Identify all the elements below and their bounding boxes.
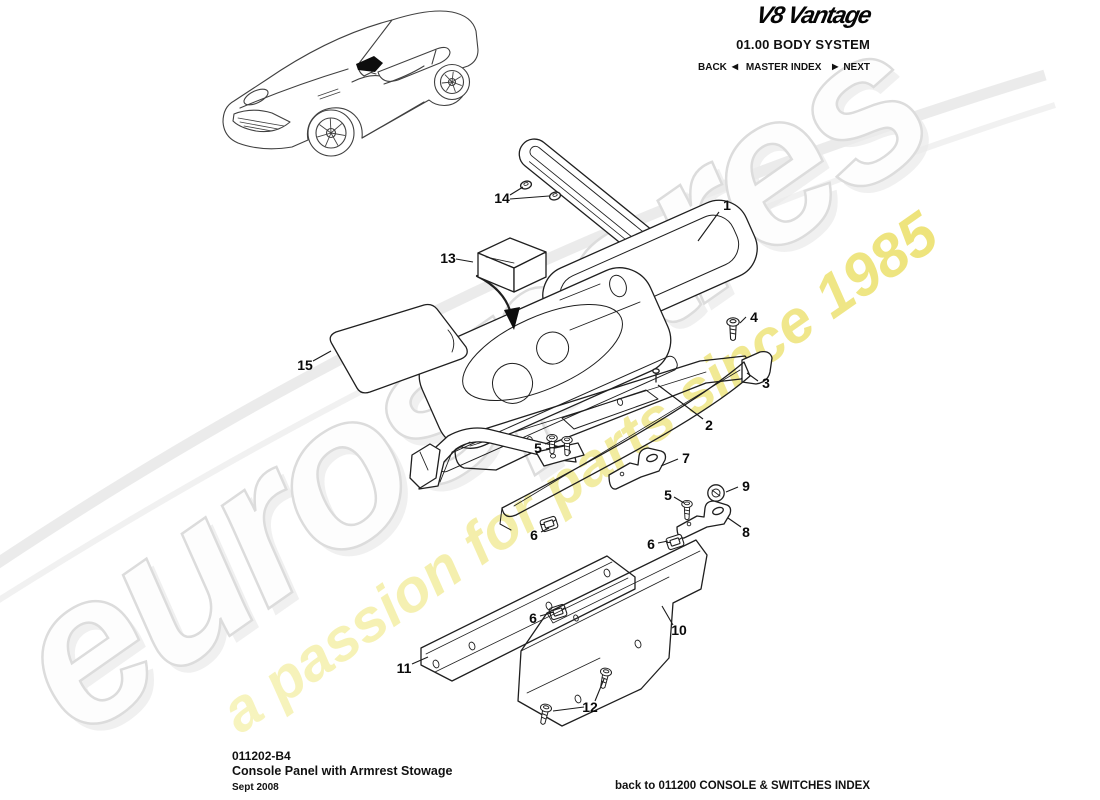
support-frame <box>409 427 585 490</box>
brand-logo: V8 Vantage <box>753 2 873 29</box>
side-panel-10 <box>517 539 708 727</box>
leader-line <box>545 444 566 450</box>
sill-finisher-3 <box>499 350 773 531</box>
part-callout-6[interactable]: 6 <box>530 527 538 543</box>
part-callout-9[interactable]: 9 <box>742 478 750 494</box>
leader-line <box>552 706 585 712</box>
car-front-wheel <box>307 109 355 157</box>
car-cowl-line <box>351 75 381 83</box>
stowage-arrow-head <box>504 307 520 330</box>
leader-line <box>544 440 553 445</box>
stowage-box-13 <box>477 237 547 293</box>
part-number: 011202-B4 <box>232 748 291 763</box>
leader-line <box>673 496 685 504</box>
car-hood-crease <box>239 68 349 109</box>
car-side-window <box>377 46 451 82</box>
part-callout-4[interactable]: 4 <box>750 309 758 325</box>
side-panel-11 <box>420 555 636 682</box>
leader-line <box>725 486 739 493</box>
back-to-index-link[interactable]: back to 011200 CONSOLE & SWITCHES INDEX <box>615 780 870 792</box>
pagination-nav: BACK ◀ MASTER INDEX ▶ NEXT <box>698 62 870 73</box>
leader-line <box>540 527 550 533</box>
part-callout-13[interactable]: 13 <box>440 250 456 266</box>
leader-line <box>727 517 742 528</box>
part-callout-10[interactable]: 10 <box>671 622 687 638</box>
leader-line <box>455 258 474 263</box>
car-rear-wheel <box>433 63 471 101</box>
leader-line <box>509 195 550 200</box>
car-headlight <box>243 88 269 106</box>
back-arrow-icon[interactable]: ◀ <box>731 62 739 71</box>
part-callout-2[interactable]: 2 <box>705 417 713 433</box>
car-console-highlight <box>356 56 383 72</box>
diagram-caption: 011202-B4 Console Panel with Armrest Sto… <box>232 749 452 794</box>
stowage-mat-15 <box>329 303 468 394</box>
part-callout-8[interactable]: 8 <box>742 524 750 540</box>
section-title: 01.00 BODY SYSTEM <box>736 37 870 52</box>
leader-line <box>660 458 679 467</box>
part-callout-12[interactable]: 12 <box>582 699 598 715</box>
leader-line <box>661 605 674 626</box>
leader-line <box>594 678 605 702</box>
page-header: V8 Vantage 01.00 BODY SYSTEM BACK ◀ MASTE… <box>698 2 873 73</box>
leader-line <box>312 350 332 362</box>
leader-line <box>739 316 747 324</box>
leader-line <box>539 612 552 617</box>
part-callout-11[interactable]: 11 <box>396 660 412 676</box>
part-callout-7[interactable]: 7 <box>682 450 690 466</box>
console-panel-1 <box>418 199 758 473</box>
part-callout-6[interactable]: 6 <box>529 610 537 626</box>
car-illustration <box>222 10 479 157</box>
lid-clips-14 <box>519 180 562 201</box>
back-button[interactable]: BACK <box>698 62 727 73</box>
hinge-detail <box>559 283 641 331</box>
diagram-title: Console Panel with Armrest Stowage <box>232 763 453 778</box>
next-arrow-icon[interactable]: ▶ <box>832 62 839 71</box>
car-grille-slats <box>237 117 285 132</box>
bracket-7 <box>608 447 667 490</box>
part-callout-14[interactable]: 14 <box>494 190 510 206</box>
master-index-link[interactable]: MASTER INDEX <box>745 62 822 73</box>
leader-line <box>657 384 704 420</box>
leader-line <box>509 186 524 196</box>
swoosh-arc <box>0 69 1047 569</box>
car-sill-line <box>361 101 425 139</box>
part-callout-5[interactable]: 5 <box>534 440 542 456</box>
car-b-pillar <box>431 49 437 65</box>
car-body-outline <box>222 10 479 150</box>
part-callout-3[interactable]: 3 <box>762 375 770 391</box>
car-door-line <box>383 65 425 85</box>
part-callout-5[interactable]: 5 <box>664 487 672 503</box>
leader-line <box>697 211 720 242</box>
part-callout-15[interactable]: 15 <box>297 357 313 373</box>
car-bonnet-vent <box>317 88 341 100</box>
diagram-date: Sept 2008 <box>232 781 279 793</box>
leader-line <box>411 656 429 665</box>
car-grille <box>232 109 291 133</box>
leader-line <box>746 372 759 382</box>
part-callout-1[interactable]: 1 <box>723 197 731 213</box>
part-callout-6[interactable]: 6 <box>647 536 655 552</box>
next-button[interactable]: NEXT <box>843 62 870 73</box>
stowage-bin <box>418 267 672 449</box>
latch-detail <box>609 274 627 298</box>
leader-line <box>657 540 669 544</box>
